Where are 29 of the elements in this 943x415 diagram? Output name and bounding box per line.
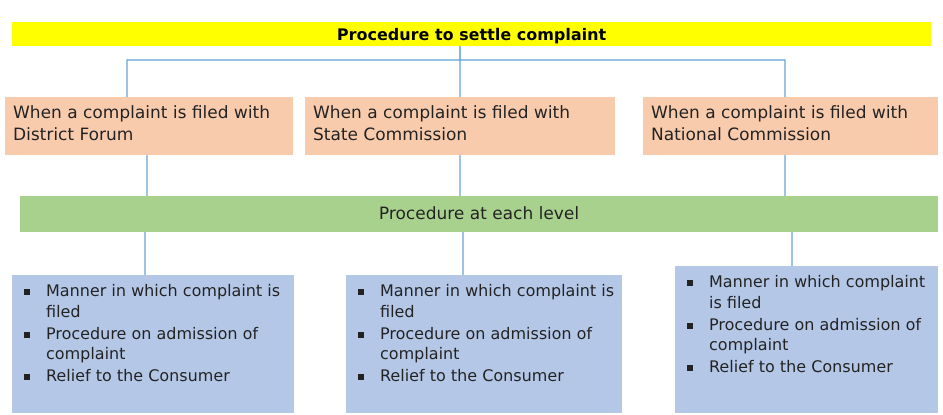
connector-line [791, 232, 793, 266]
forum-box [5, 97, 293, 155]
bullet-item: Relief to the Consumer [380, 366, 564, 386]
bullet-item: Procedure on admission of complaint [380, 324, 592, 364]
bullet-item: Procedure on admission of complaint [46, 324, 258, 364]
forum-box [643, 97, 938, 155]
heading: Procedure to settle complaint [336, 24, 606, 44]
bullet-item: Procedure on admission of complaint [709, 314, 922, 354]
title-banner [12, 22, 931, 46]
bullet-item: Manner in which complaint is filed [380, 281, 614, 321]
procedure-list-box [675, 266, 938, 413]
procedure-list-box [12, 275, 294, 413]
connector-line [784, 155, 786, 196]
box-text: When a complaint is filed with State Commission [313, 103, 570, 146]
bullet-item: Manner in which complaint is filed [46, 281, 280, 321]
connector-line [146, 155, 148, 196]
box-text: When a complaint is filed with National Commission [651, 103, 908, 146]
procedure-banner [20, 196, 938, 232]
bullet-item: Relief to the Consumer [709, 357, 893, 376]
box-text: Procedure at each level [378, 204, 580, 224]
bullet-item: Relief to the Consumer [46, 366, 230, 386]
box-text: When a complaint is filed with District Forum [13, 103, 270, 146]
connector-line [459, 46, 786, 97]
connector-line [144, 232, 146, 275]
connector-line [459, 155, 461, 196]
connector-line [462, 232, 464, 275]
bullet-item: Manner in which complaint is filed [709, 272, 926, 312]
forum-box [305, 97, 615, 155]
procedure-list-box [346, 275, 622, 413]
